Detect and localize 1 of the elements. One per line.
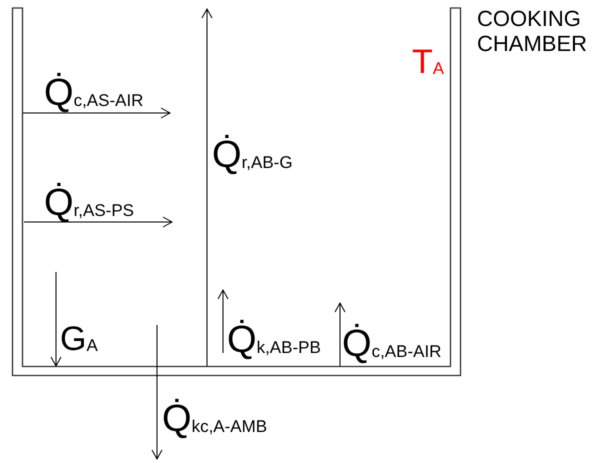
chamber-title: COOKING CHAMBER: [477, 6, 588, 57]
